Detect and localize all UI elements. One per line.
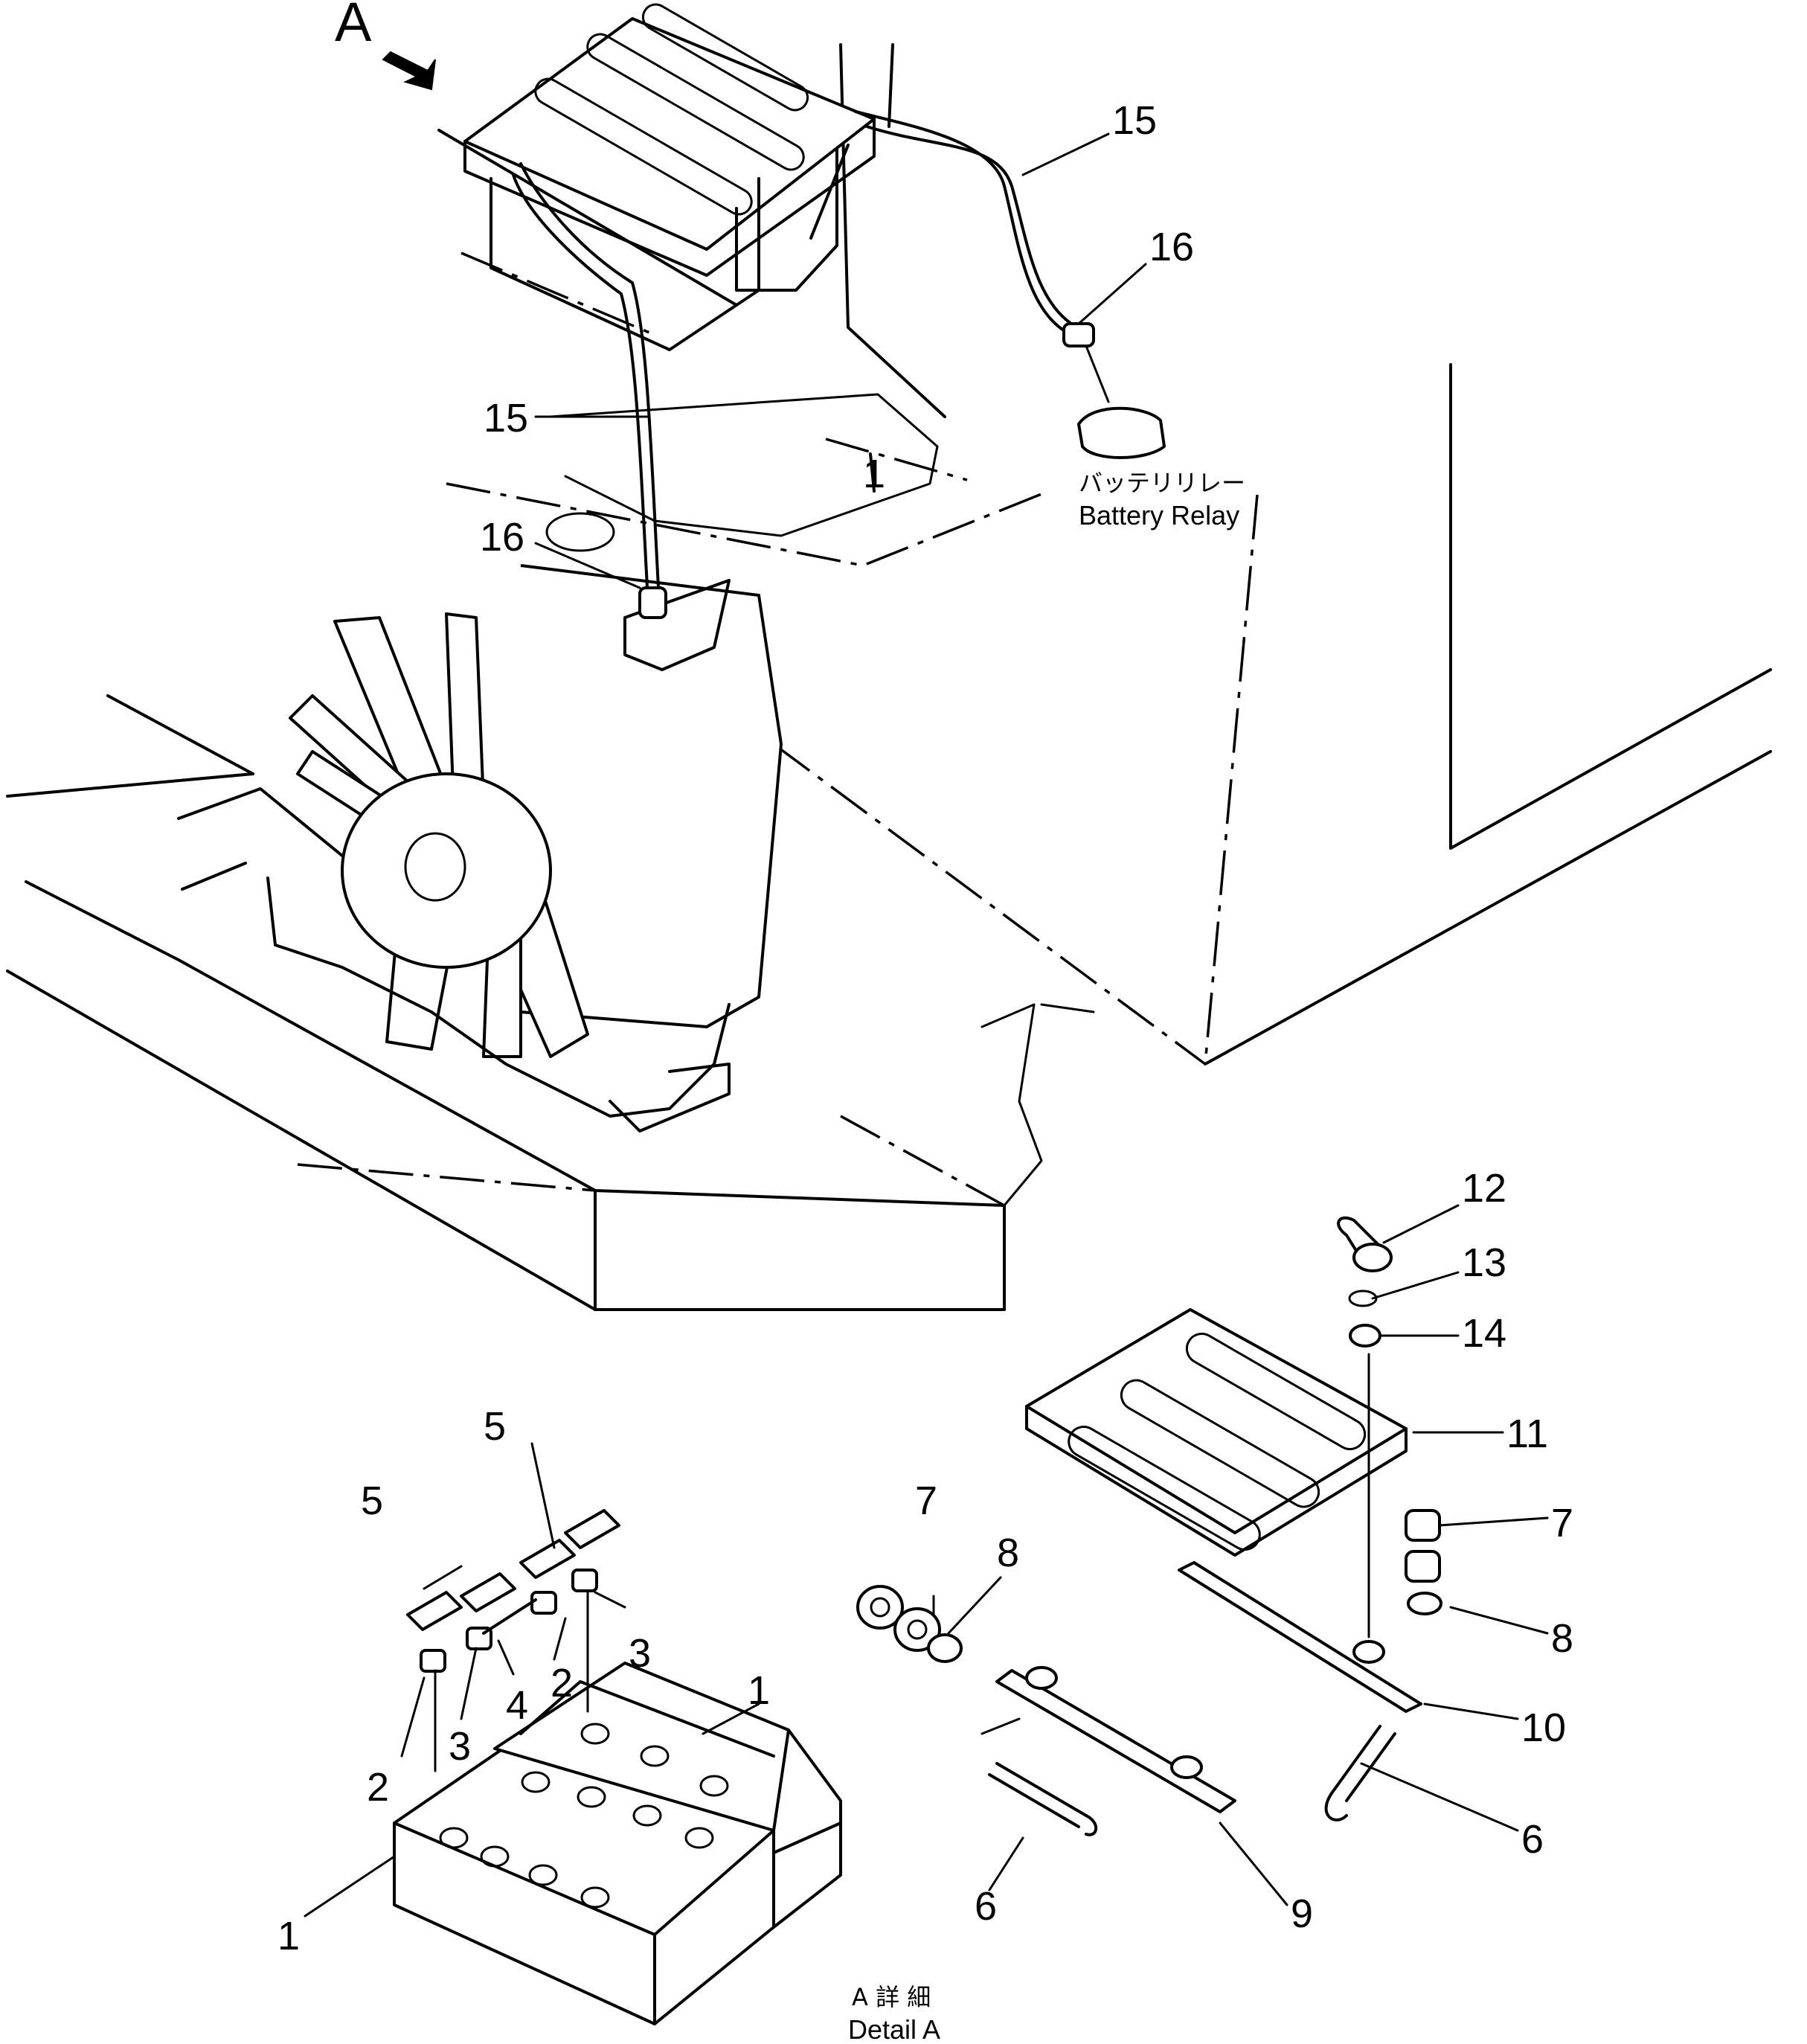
battery-terminals (439, 1723, 729, 1909)
callout-7-left: 7 (915, 1478, 937, 1523)
callout-5-a: 5 (484, 1404, 506, 1449)
callout-3-right: 3 (629, 1631, 651, 1676)
callout-2-right: 2 (551, 1661, 573, 1705)
callout-7-right: 7 (1551, 1501, 1573, 1545)
leader-lines (304, 132, 1549, 1918)
callout-16-mid: 16 (480, 515, 524, 560)
detail-a-cover (856, 1216, 1442, 1836)
battery-relay-jp-label: バッテリリレー (1079, 469, 1245, 497)
callout-10: 10 (1521, 1705, 1566, 1750)
callout-11: 11 (1506, 1412, 1548, 1456)
machine-frame (6, 43, 1772, 1311)
battery-relay-label: Battery Relay (1079, 500, 1239, 531)
callout-5-b: 5 (361, 1478, 383, 1523)
battery-box-installed (437, 3, 1166, 619)
callout-15-top: 15 (1112, 98, 1157, 143)
callout-1-engine: 1 (863, 452, 885, 496)
callout-13: 13 (1462, 1240, 1506, 1285)
callout-3-left: 3 (449, 1724, 471, 1769)
callout-16-top: 16 (1149, 225, 1194, 269)
callout-1-left: 1 (277, 1914, 300, 1958)
detail-a-batteries (393, 1509, 842, 2025)
callout-2-left: 2 (367, 1765, 389, 1810)
callout-9: 9 (1291, 1891, 1313, 1936)
engine-fan (289, 612, 589, 1058)
callout-4: 4 (506, 1683, 528, 1728)
callout-12: 12 (1462, 1166, 1506, 1211)
callout-8-right: 8 (1551, 1616, 1573, 1661)
view-arrow-icon (382, 51, 436, 91)
callout-8-left: 8 (997, 1531, 1019, 1575)
callout-6-right: 6 (1521, 1817, 1544, 1862)
callout-14: 14 (1462, 1311, 1506, 1356)
view-marker-label: A (335, 0, 372, 53)
callout-6-left: 6 (975, 1884, 997, 1929)
detail-a-jp-label: A 詳 細 (852, 1983, 931, 2011)
detail-a-label: Detail A (848, 2014, 940, 2044)
callout-15-mid: 15 (484, 396, 528, 440)
callout-1-right: 1 (748, 1668, 770, 1713)
